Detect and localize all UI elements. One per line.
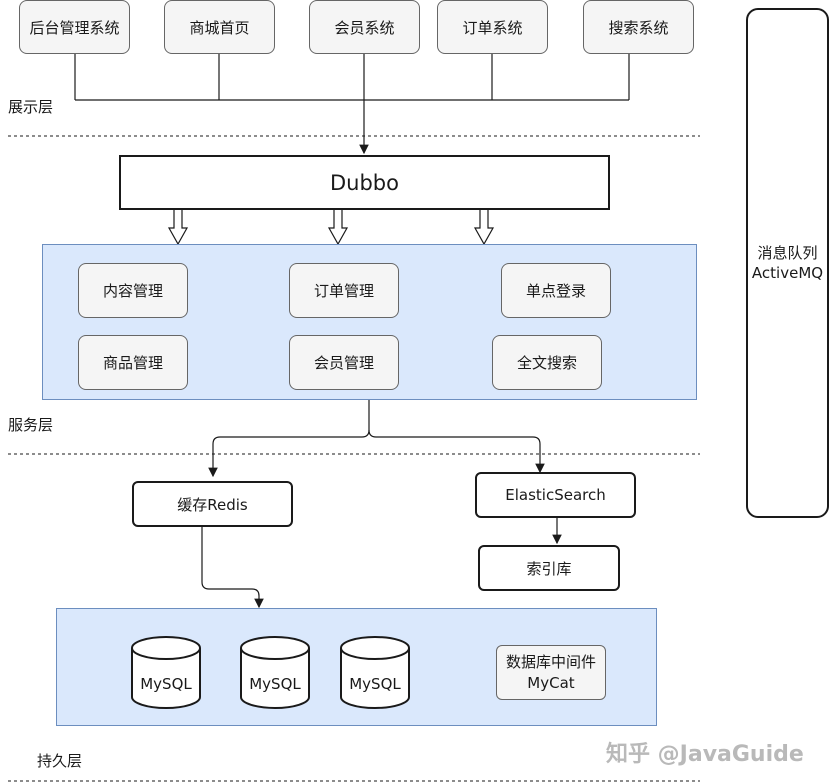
- persistence-layer-label: 持久层: [37, 752, 83, 770]
- mysql-text-1[interactable]: MySQL: [140, 675, 192, 693]
- mysql-cylinder-1-top: [131, 636, 201, 660]
- system-bus-lines: [74, 54, 630, 101]
- service-layer-label: 服务层: [8, 416, 54, 434]
- mysql-text-3[interactable]: MySQL: [349, 675, 401, 693]
- mycat-middleware-box[interactable]: 数据库中间件 MyCat: [496, 645, 606, 700]
- mysql-cylinder-2: [240, 648, 310, 709]
- mysql-text-2[interactable]: MySQL: [249, 675, 301, 693]
- system-admin-button[interactable]: 后台管理系统: [19, 0, 130, 54]
- dubbo-down-arrows: [167, 207, 495, 246]
- module-fulltext-search[interactable]: 全文搜索: [492, 335, 602, 390]
- system-search-button[interactable]: 搜索系统: [583, 0, 694, 54]
- watermark-text: 知乎 @JavaGuide: [606, 742, 804, 767]
- elasticsearch-box[interactable]: ElasticSearch: [475, 472, 636, 518]
- service-branch-lines: [201, 400, 562, 609]
- system-mall-home-button[interactable]: 商城首页: [164, 0, 275, 54]
- module-content-management[interactable]: 内容管理: [78, 263, 188, 318]
- index-store-box[interactable]: 索引库: [478, 545, 620, 591]
- system-order-button[interactable]: 订单系统: [437, 0, 548, 54]
- redis-cache-box[interactable]: 缓存Redis: [132, 481, 293, 527]
- mysql-cylinder-1: [131, 648, 201, 709]
- mysql-cylinder-2-top: [240, 636, 310, 660]
- system-member-button[interactable]: 会员系统: [309, 0, 420, 54]
- message-queue-box[interactable]: 消息队列 ActiveMQ: [746, 8, 829, 518]
- presentation-layer-label: 展示层: [8, 98, 54, 116]
- module-member-management[interactable]: 会员管理: [289, 335, 399, 390]
- module-order-management[interactable]: 订单管理: [289, 263, 399, 318]
- module-single-sign-on[interactable]: 单点登录: [501, 263, 611, 318]
- mysql-cylinder-3: [340, 648, 410, 709]
- mysql-cylinder-3-top: [340, 636, 410, 660]
- dubbo-box[interactable]: Dubbo: [119, 155, 610, 210]
- module-product-management[interactable]: 商品管理: [78, 335, 188, 390]
